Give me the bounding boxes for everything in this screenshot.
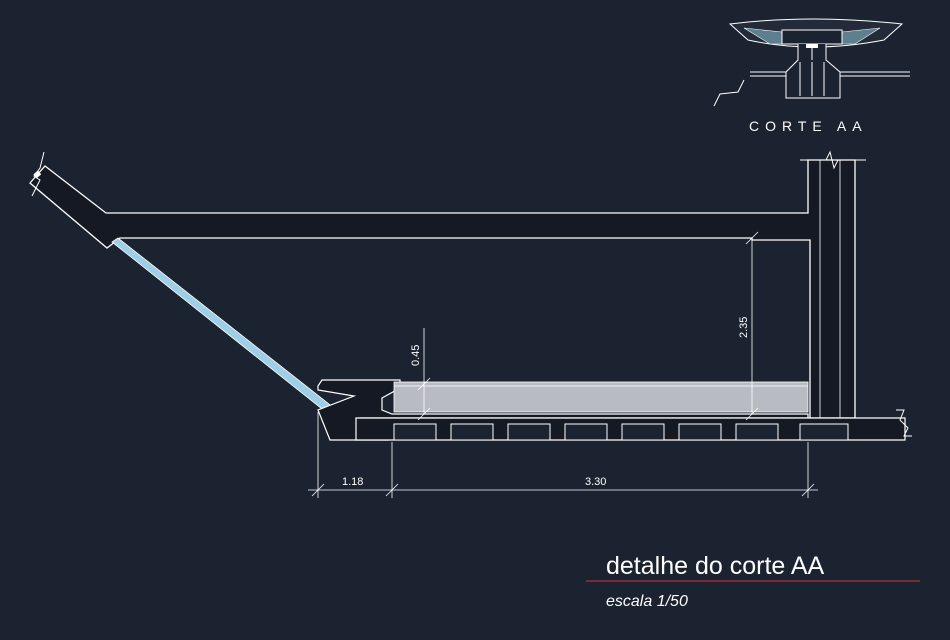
main-section: [29, 150, 912, 441]
slab-break-symbol: [31, 151, 45, 197]
rib-void: [735, 423, 779, 441]
dim-width-tick-right: [801, 483, 815, 497]
column-break-symbol: [800, 150, 866, 170]
dim-width-basin: 3.30: [585, 476, 606, 488]
title-block: detalhe do corte AA escala 1/50: [586, 552, 920, 610]
dim-height-basin-tick-top: [417, 377, 431, 391]
floor-break-symbol: [896, 409, 912, 437]
dim-height-total-tick-bottom: [745, 407, 759, 421]
key-plan: [713, 18, 910, 107]
rib-void: [799, 423, 849, 441]
rib-void: [678, 423, 722, 441]
dimension-lines: [308, 231, 818, 498]
drawing-scale: escala 1/50: [606, 593, 688, 610]
key-plan-cut-marker: [806, 44, 818, 48]
water-pool: [393, 381, 809, 413]
dim-height-basin: 0.45: [410, 345, 422, 366]
key-plan-base-right: [840, 71, 910, 77]
column-core: [819, 160, 841, 418]
dim-width-tick-left: [311, 483, 325, 497]
dim-height-total-tick-top: [745, 231, 759, 245]
slab-break-tick: [33, 170, 42, 179]
key-plan-column: [785, 44, 841, 99]
dim-height-basin-tick-bottom: [417, 407, 431, 421]
rib-void: [621, 423, 665, 441]
roof-slab: [29, 159, 856, 419]
drawing-title: detalhe do corte AA: [606, 552, 825, 580]
glass-panel: [111, 237, 363, 437]
rib-void: [393, 423, 437, 441]
dim-width-tick-mid: [385, 483, 399, 497]
key-plan-interior: [781, 29, 843, 45]
rib-void: [564, 423, 608, 441]
rib-void: [450, 423, 494, 441]
rib-void: [507, 423, 551, 441]
key-plan-base-left: [713, 71, 786, 107]
dim-height-total: 2.35: [738, 317, 750, 338]
dim-width-left: 1.18: [342, 476, 363, 488]
floor-ribs: [393, 423, 849, 441]
section-label: CORTE AA: [749, 118, 868, 134]
